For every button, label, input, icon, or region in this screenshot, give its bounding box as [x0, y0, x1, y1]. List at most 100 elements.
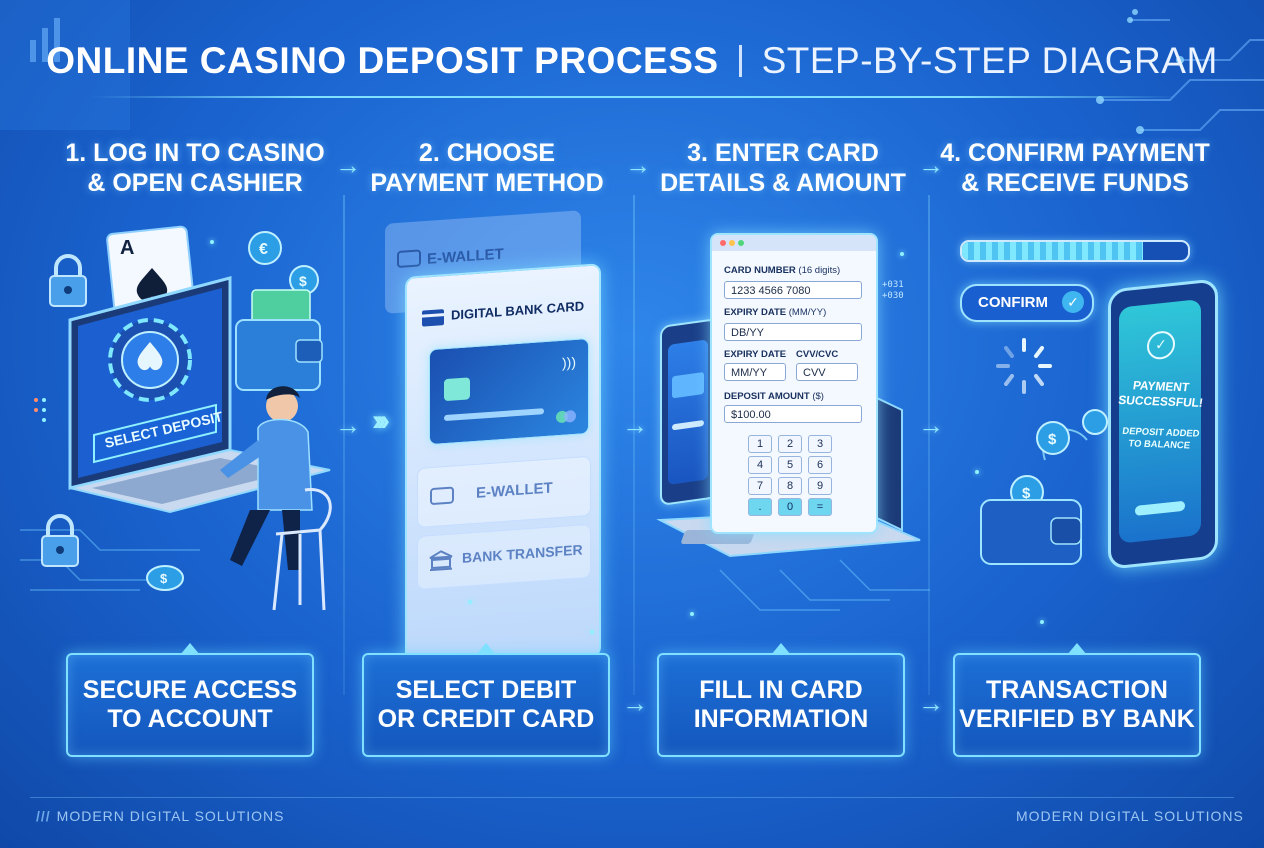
column-divider: [928, 195, 930, 695]
side-code: +031: [882, 280, 904, 290]
phone-device: ✓ PAYMENT SUCCESSFUL! DEPOSIT ADDED TO B…: [1108, 278, 1218, 570]
keypad-key[interactable]: 8: [778, 477, 802, 495]
card-number-label: CARD NUMBER (16 digits): [724, 265, 841, 276]
diagram-title: ONLINE CASINO DEPOSIT PROCESS STEP-BY-STE…: [0, 40, 1264, 82]
confirm-button-label: CONFIRM: [978, 294, 1048, 311]
checkmark-icon: ✓: [1062, 291, 1084, 313]
bank-icon: [429, 550, 453, 572]
sparkle-dot: [690, 612, 694, 616]
step-1-title-line1: 1. LOG IN TO CASINO: [65, 139, 325, 167]
window-maximize-icon[interactable]: [738, 240, 744, 246]
phone-action-button[interactable]: [1135, 500, 1185, 516]
caption-notch: [476, 643, 496, 655]
expiry-date-label: EXPIRY DATE (MM/YY): [724, 307, 827, 318]
cvv-field[interactable]: CVV: [796, 363, 858, 381]
step-1-title-line2: & OPEN CASHIER: [87, 169, 303, 197]
column-divider: [343, 195, 345, 695]
window-close-icon[interactable]: [720, 240, 726, 246]
window-titlebar: [712, 235, 876, 251]
side-code: +030: [882, 291, 904, 301]
expiry-date-field[interactable]: DB/YY: [724, 323, 862, 341]
keypad-key[interactable]: 9: [808, 477, 832, 495]
keypad-key[interactable]: 7: [748, 477, 772, 495]
payment-option-bank-transfer[interactable]: BANK TRANSFER: [417, 523, 591, 591]
sparkle-dot: [900, 252, 904, 256]
deposit-amount-label: DEPOSIT AMOUNT ($): [724, 391, 824, 402]
keypad-key[interactable]: 5: [778, 456, 802, 474]
expiry-date-label: EXPIRY DATE: [724, 349, 787, 360]
svg-text:€: €: [259, 241, 268, 258]
deposit-line: TO BALANCE: [1127, 438, 1191, 452]
title-sub: STEP-BY-STEP DIAGRAM: [761, 40, 1218, 81]
poker-chip-icon: [108, 318, 192, 402]
window-minimize-icon[interactable]: [729, 240, 735, 246]
confirm-button[interactable]: CONFIRM ✓: [960, 284, 1094, 322]
contactless-icon: ))): [562, 353, 576, 371]
title-separator: [738, 45, 742, 77]
keypad-key[interactable]: 2: [778, 435, 802, 453]
keypad-key[interactable]: 1: [748, 435, 772, 453]
payment-option-ewallet[interactable]: E-WALLET: [417, 455, 591, 529]
sparkle-dot: [468, 600, 472, 604]
column-divider: [633, 195, 635, 695]
payment-option-digital-bank-card[interactable]: DIGITAL BANK CARD: [421, 288, 587, 340]
step-2-title-line1: 2. CHOOSE: [418, 139, 556, 167]
wallet-icon: [235, 289, 323, 391]
wallet-with-coins-illustration: $ $: [980, 409, 1108, 565]
keypad-key[interactable]: 3: [808, 435, 832, 453]
caption-line: FILL IN CARD: [699, 676, 863, 704]
arrow-right-icon: →: [918, 688, 944, 718]
card-details-form-window: CARD NUMBER (16 digits) 1233 4566 7080 E…: [710, 233, 878, 534]
title-main: ONLINE CASINO DEPOSIT PROCESS: [46, 40, 719, 81]
card-logo-icon: [564, 409, 576, 423]
arrow-right-icon: →: [918, 410, 944, 440]
person-icon: [220, 386, 313, 570]
success-line: SUCCESSFUL!: [1117, 392, 1204, 410]
wallet-icon: [397, 249, 421, 268]
padlock-icon: [49, 254, 87, 307]
caption-line: SELECT DEBIT: [395, 676, 577, 704]
caption-line: SECURE ACCESS: [82, 676, 298, 704]
progress-bar-fill: [962, 242, 1143, 260]
arrow-right-icon: →: [622, 688, 648, 718]
step-1-title: 1. LOG IN TO CASINO & OPEN CASHIER: [50, 138, 340, 198]
caption-notch: [180, 643, 200, 655]
phone-screen: ✓ PAYMENT SUCCESSFUL! DEPOSIT ADDED TO B…: [1117, 299, 1204, 544]
step-4-title-line1: 4. CONFIRM PAYMENT: [940, 139, 1210, 167]
corner-bar-chart-decoration: [0, 0, 130, 130]
card-number-field[interactable]: 1233 4566 7080: [724, 281, 862, 299]
circuit-decoration: [1096, 9, 1264, 134]
keypad-key[interactable]: =: [808, 498, 832, 516]
footer-divider: [30, 797, 1234, 798]
phone-card-graphic: [672, 371, 704, 399]
deposit-amount-field[interactable]: $100.00: [724, 405, 862, 423]
phone-screen: [668, 339, 708, 485]
footer-left-text: MODERN DIGITAL SOLUTIONS: [56, 808, 285, 824]
keypad-key[interactable]: 6: [808, 456, 832, 474]
step-3-title: 3. ENTER CARD DETAILS & AMOUNT: [638, 138, 928, 198]
step-3-title-line1: 3. ENTER CARD: [687, 139, 879, 167]
expiry-date-field[interactable]: MM/YY: [724, 363, 786, 381]
footer-left: ///MODERN DIGITAL SOLUTIONS: [36, 808, 284, 824]
title-underline: [90, 96, 1180, 98]
keypad-key[interactable]: 4: [748, 456, 772, 474]
step-2-title: 2. CHOOSE PAYMENT METHOD: [342, 138, 632, 198]
payment-option-ewallet-top[interactable]: E-WALLET: [385, 210, 581, 314]
arrow-right-icon: →: [335, 150, 361, 180]
svg-text:$: $: [299, 273, 307, 289]
sparkle-dot: [1040, 620, 1044, 624]
deposit-added-message: DEPOSIT ADDED TO BALANCE: [1118, 426, 1203, 453]
success-check-icon: ✓: [1147, 329, 1175, 361]
keypad-key[interactable]: .: [748, 498, 772, 516]
coin-icon: $: [146, 565, 184, 591]
step-1-illustration: A € $: [20, 225, 332, 611]
bank-card-graphic: ))): [429, 337, 589, 446]
payment-option-label: E-WALLET: [476, 479, 553, 502]
keypad-key[interactable]: 0: [778, 498, 802, 516]
